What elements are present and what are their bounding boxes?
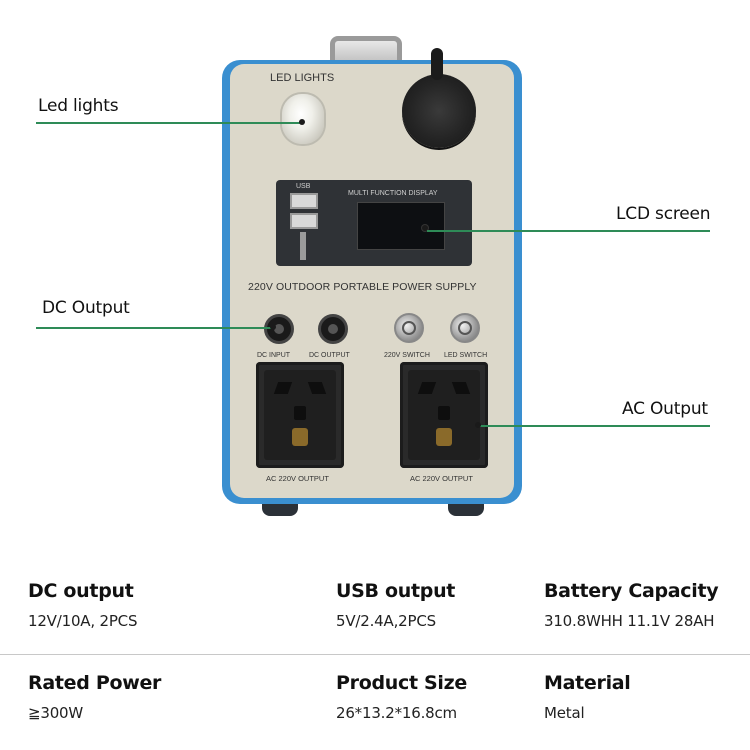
spec-usb-output-value: 5V/2.4A,2PCS — [336, 612, 436, 630]
usb-port-1 — [290, 193, 318, 209]
specs-divider — [0, 654, 750, 655]
spec-material-value: Metal — [544, 704, 585, 722]
led-lights-label: LED LIGHTS — [270, 72, 335, 84]
spec-product-size-title: Product Size — [336, 672, 467, 694]
display-label: MULTI FUNCTION DISPLAY — [348, 190, 438, 197]
switch-220v-label: 220V SWITCH — [384, 352, 430, 359]
callout-ac-output-dot — [475, 422, 481, 428]
led-switch-label: LED SWITCH — [444, 352, 488, 359]
product-image: LED LIGHTS USB MULTI FUNCTION DISPLAY 22… — [36, 36, 711, 516]
spec-material-title: Material — [544, 672, 631, 694]
dc-output-label: DC OUTPUT — [309, 352, 350, 359]
usb-port-2 — [290, 213, 318, 229]
callout-dc-output-dot — [270, 324, 276, 330]
spec-usb-output-title: USB output — [336, 580, 456, 602]
usb-label: USB — [296, 183, 311, 190]
dc-input-jack — [264, 314, 294, 344]
lcd-screen — [357, 202, 445, 250]
callout-lcd-screen-label: LCD screen — [616, 204, 711, 224]
car-charger-cap-hinge — [431, 48, 443, 80]
car-charger-socket — [402, 74, 476, 148]
dc-input-label: DC INPUT — [257, 352, 291, 359]
lcd-dot — [422, 225, 428, 231]
callout-ac-output-line — [478, 425, 710, 427]
ac-socket-left — [256, 362, 344, 468]
spec-rated-power-title: Rated Power — [28, 672, 162, 694]
spec-rated-power-value: ≧300W — [28, 704, 84, 722]
callout-ac-output-label: AC Output — [622, 399, 708, 419]
ac-output-left-label: AC 220V OUTPUT — [266, 474, 329, 483]
spec-dc-output-value: 12V/10A, 2PCS — [28, 612, 138, 630]
callout-led-lights-dot — [299, 119, 305, 125]
ac-output-right-label: AC 220V OUTPUT — [410, 474, 473, 483]
switch-220v — [394, 313, 424, 343]
dc-output-jack — [318, 314, 348, 344]
ac-socket-right — [400, 362, 488, 468]
spec-product-size-value: 26*13.2*16.8cm — [336, 704, 457, 722]
spec-battery-title: Battery Capacity — [544, 580, 719, 602]
specs-grid: DC output 12V/10A, 2PCS USB output 5V/2.… — [0, 560, 750, 750]
usb-cable — [300, 232, 306, 260]
spec-battery-value: 310.8WHH 11.1V 28AH — [544, 612, 715, 630]
callout-dc-output-label: DC Output — [42, 298, 130, 318]
product-title: 220V OUTDOOR PORTABLE POWER SUPPLY — [248, 281, 477, 293]
callout-led-lights-line — [36, 122, 302, 124]
callout-led-lights-label: Led lights — [38, 96, 119, 116]
led-switch — [450, 313, 480, 343]
callout-dc-output-line — [36, 327, 272, 329]
spec-dc-output-title: DC output — [28, 580, 134, 602]
callout-lcd-screen-line — [427, 230, 710, 232]
